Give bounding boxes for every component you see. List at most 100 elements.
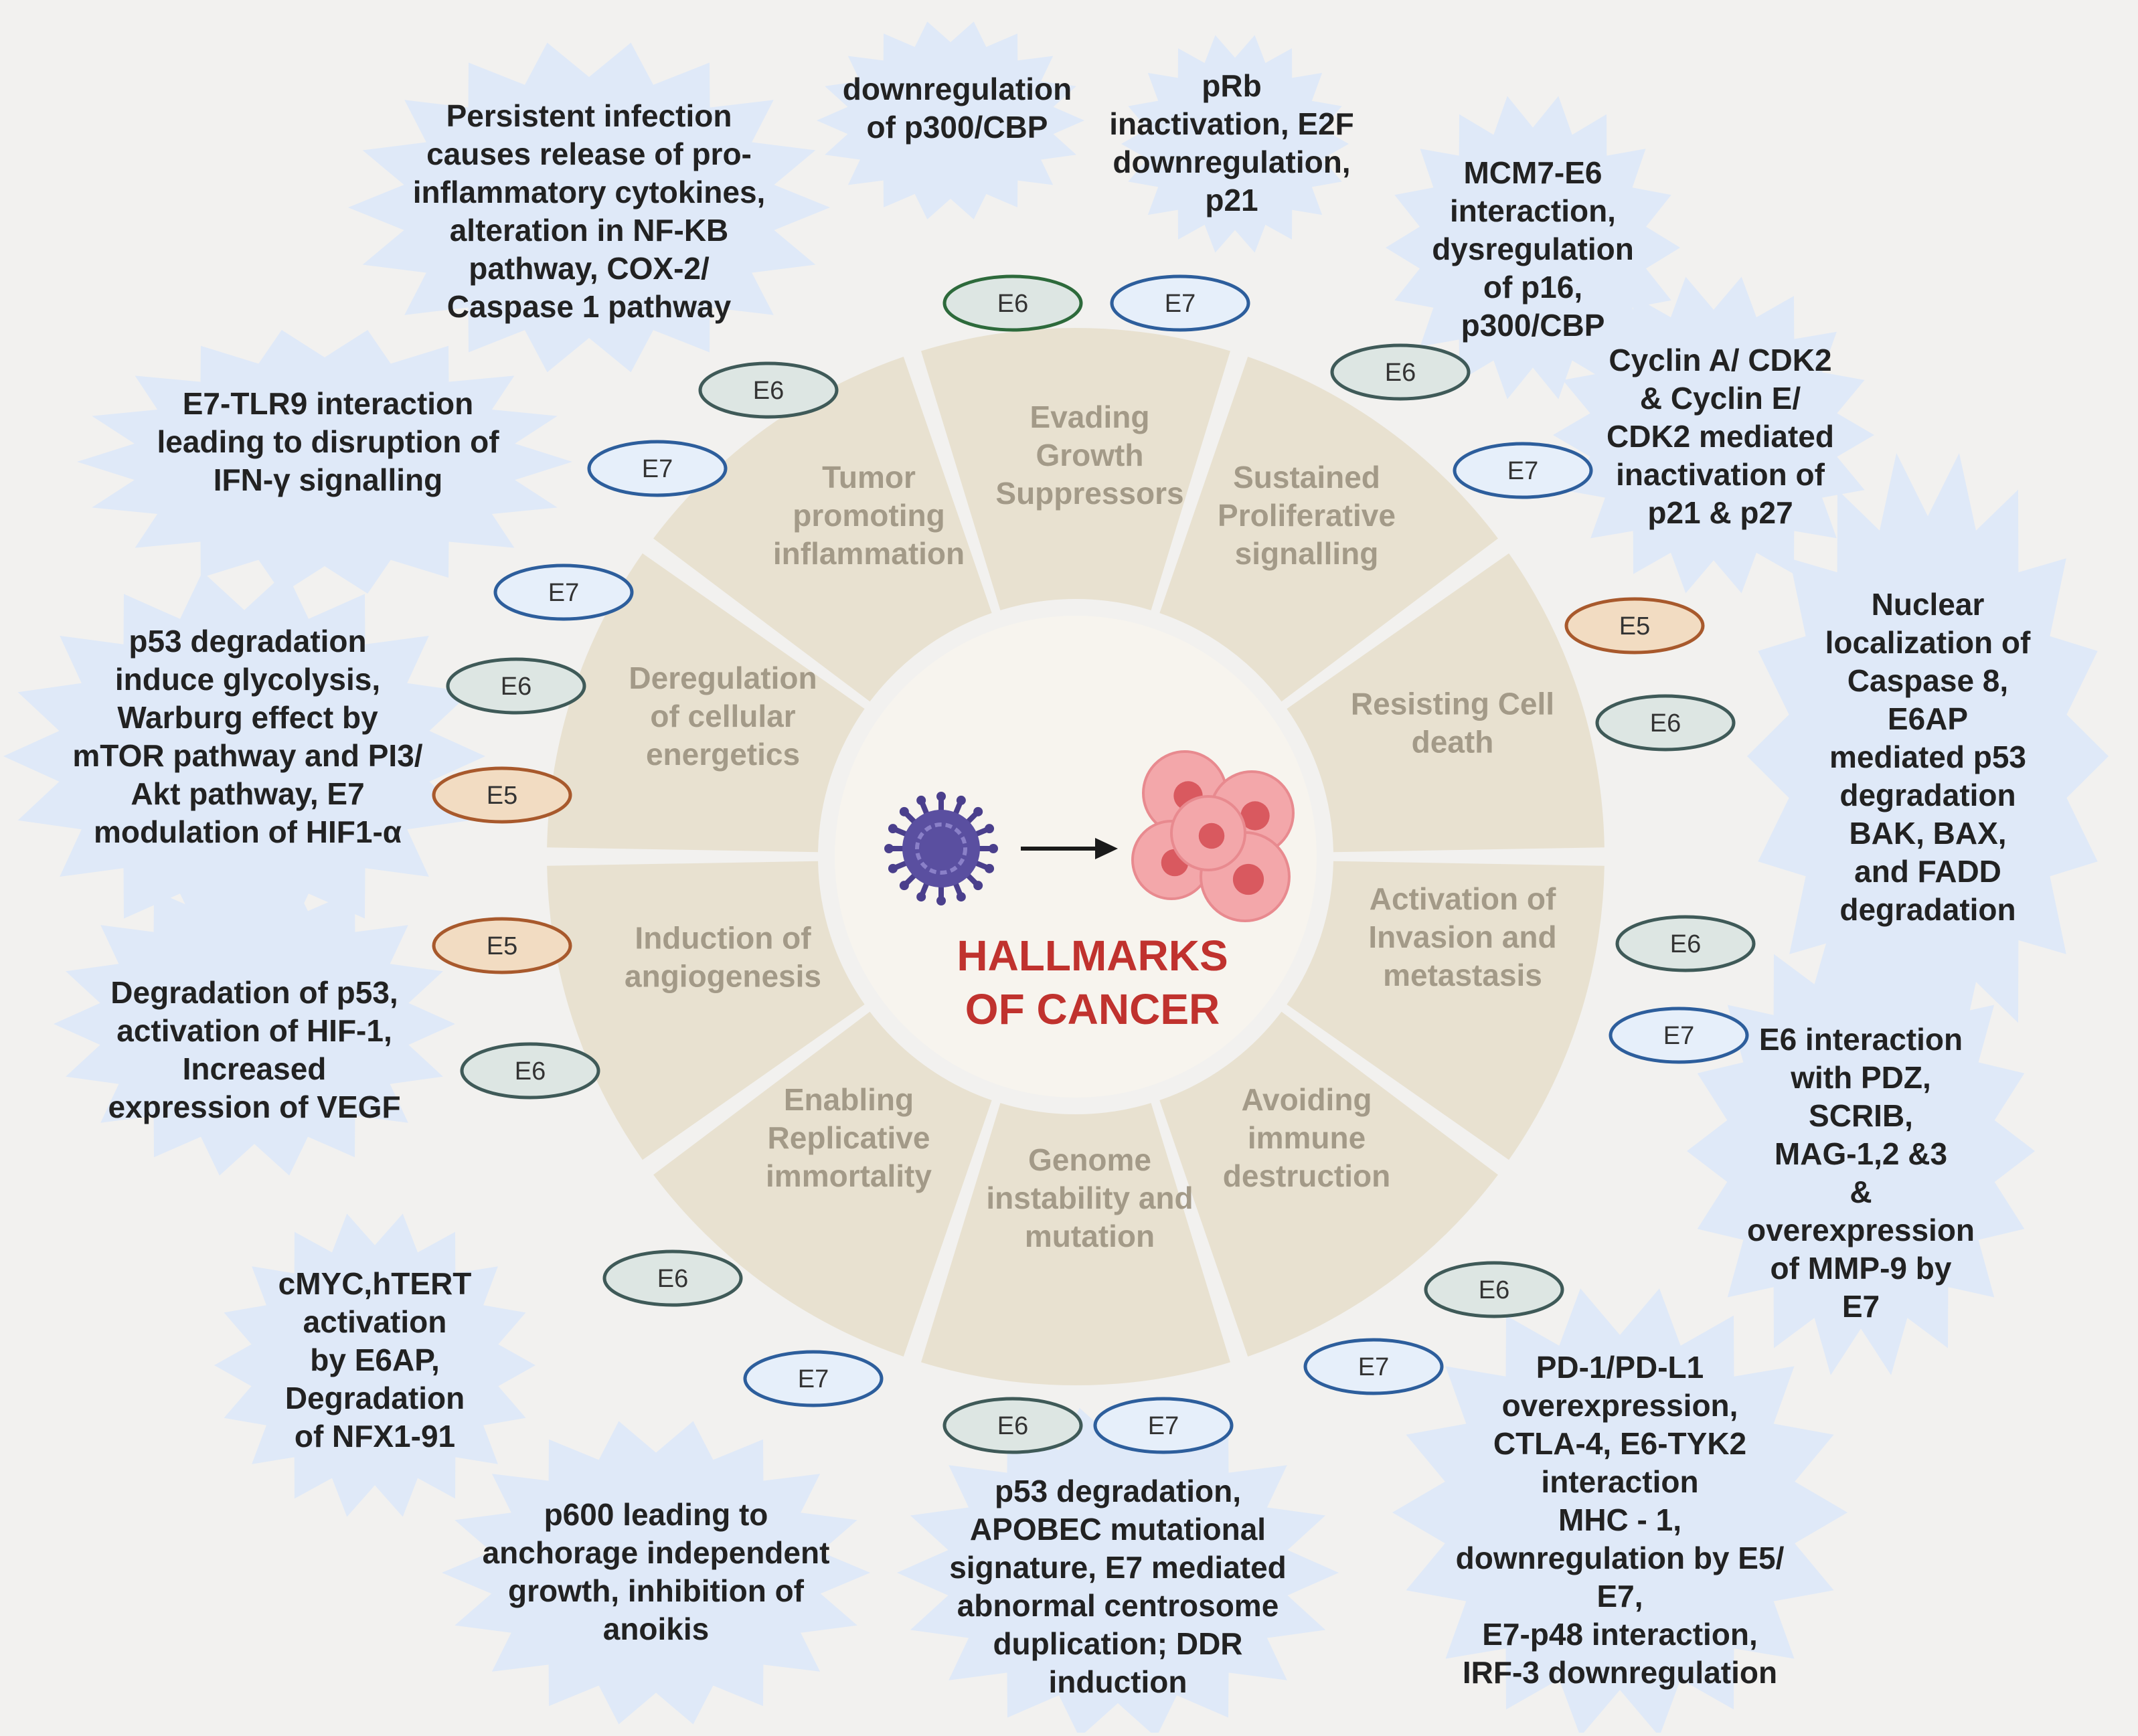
protein-tag-label: E6 xyxy=(1650,709,1681,737)
protein-tag-label: E5 xyxy=(1619,612,1650,640)
protein-tag-rep-e6: E6 xyxy=(602,1249,743,1307)
segment-label-evading: Evading xyxy=(1030,400,1150,434)
burst-p300 xyxy=(817,21,1084,220)
protein-tag-res-e5: E5 xyxy=(1564,597,1705,655)
burst-mcm7 xyxy=(1386,96,1680,400)
segment-label-invasion: Activation of xyxy=(1370,881,1556,916)
burst-apobec xyxy=(897,1407,1339,1736)
note-apobec: p53 degradation, APOBEC mutational signa… xyxy=(949,1474,1287,1699)
protein-tag-label: E7 xyxy=(642,455,673,483)
note-prb: pRb inactivation, E2F downregulation, p2… xyxy=(1109,68,1354,218)
note-glycolysis: p53 degradation induce glycolysis, Warbu… xyxy=(72,624,423,849)
protein-tag-label: E6 xyxy=(1479,1276,1509,1304)
note-tlr9: E7-TLR9 interaction leading to disruptio… xyxy=(157,386,499,497)
burst-cyclin xyxy=(1553,276,1874,594)
center-disc xyxy=(835,616,1317,1098)
segment-inflammation xyxy=(653,357,992,702)
segment-immune xyxy=(1159,1011,1498,1357)
segment-invasion xyxy=(1287,861,1605,1160)
segment-label-resisting: Resisting Cell xyxy=(1351,687,1554,721)
segment-label-replicative: Enabling xyxy=(784,1082,914,1117)
protein-tag-en-e5: E5 xyxy=(432,766,572,824)
segment-resisting xyxy=(1287,553,1605,853)
burst-tlr9 xyxy=(77,330,572,594)
segment-label-sustained: signalling xyxy=(1235,536,1379,571)
note-p300: downregulation of p300/CBP xyxy=(842,72,1072,145)
protein-tag-label: E6 xyxy=(515,1057,546,1086)
segment-label-replicative: Replicative xyxy=(768,1120,930,1155)
protein-tag-label: E7 xyxy=(1358,1353,1389,1381)
note-p600: p600 leading to anchorage independent gr… xyxy=(482,1497,830,1646)
segment-label-energetics: Deregulation xyxy=(629,661,817,695)
protein-tag-inv-e6: E6 xyxy=(1615,915,1756,972)
segment-label-immune: immune xyxy=(1248,1120,1366,1155)
burst-glycolysis xyxy=(3,572,485,941)
protein-tag-sust-e7: E7 xyxy=(1453,442,1593,499)
protein-tag-inf-e7: E7 xyxy=(587,440,728,497)
segment-label-sustained: Proliferative xyxy=(1218,498,1396,533)
segment-angiogenesis xyxy=(547,861,865,1160)
segment-label-immune: destruction xyxy=(1223,1158,1390,1193)
segment-label-inflammation: promoting xyxy=(793,498,944,533)
protein-tag-label: E6 xyxy=(1670,930,1701,958)
segment-evading xyxy=(921,328,1230,610)
segment-label-genome: instability and xyxy=(986,1181,1193,1215)
segment-label-replicative: immortality xyxy=(766,1158,932,1193)
protein-tag-label: E5 xyxy=(487,782,517,810)
protein-tag-imm-e6: E6 xyxy=(1424,1261,1564,1318)
note-pd1: PD-1/PD-L1 overexpression, CTLA-4, E6-TY… xyxy=(1455,1350,1785,1690)
note-mcm7: MCM7-E6 interaction, dysregulation of p1… xyxy=(1432,155,1634,343)
burst-p600 xyxy=(442,1421,870,1725)
burst-pd1 xyxy=(1392,1288,1847,1736)
protein-tag-label: E5 xyxy=(487,932,517,960)
protein-tag-label: E7 xyxy=(548,579,579,607)
protein-tag-ang-e6: E6 xyxy=(460,1042,600,1100)
burst-cmyc xyxy=(214,1213,536,1517)
note-inflammation: Persistent infection causes release of p… xyxy=(412,98,766,324)
protein-tag-sust-e6: E6 xyxy=(1330,343,1471,401)
center-title-line1: HALLMARKS xyxy=(957,932,1228,980)
protein-tag-label: E7 xyxy=(1663,1022,1694,1050)
segment-label-genome: mutation xyxy=(1025,1219,1155,1253)
segment-energetics xyxy=(547,553,865,853)
arrow-right-icon xyxy=(1021,838,1118,859)
segment-genome xyxy=(921,1103,1230,1385)
segment-label-angiogenesis: angiogenesis xyxy=(625,959,821,994)
segment-label-immune: Avoiding xyxy=(1241,1082,1372,1117)
segment-sustained xyxy=(1159,357,1498,702)
protein-tag-imm-e7: E7 xyxy=(1303,1338,1444,1395)
note-cyclin: Cyclin A/ CDK2 & Cyclin E/ CDK2 mediated… xyxy=(1607,343,1834,530)
burst-inflammation xyxy=(348,42,830,373)
note-pdz: E6 interaction with PDZ, SCRIB, MAG-1,2 … xyxy=(1746,1022,1975,1324)
protein-tag-label: E6 xyxy=(501,673,531,701)
protein-tag-label: E7 xyxy=(798,1365,829,1393)
segment-label-invasion: Invasion and xyxy=(1368,920,1556,954)
protein-tag-en-e7: E7 xyxy=(493,563,634,621)
segment-label-angiogenesis: Induction of xyxy=(635,921,811,956)
protein-tag-top-e6: E6 xyxy=(942,274,1083,332)
segment-label-inflammation: Tumor xyxy=(822,460,916,495)
burst-nuclear xyxy=(1747,453,2109,1059)
virus-icon xyxy=(884,792,998,905)
protein-tag-label: E6 xyxy=(753,377,784,405)
protein-tag-label: E6 xyxy=(1385,359,1416,387)
protein-tag-label: E6 xyxy=(657,1265,688,1293)
center-title-line2: OF CANCER xyxy=(965,985,1220,1033)
protein-tag-gen-e7: E7 xyxy=(1093,1397,1234,1454)
protein-tag-inf-e6: E6 xyxy=(698,361,839,419)
segment-label-evading: Growth xyxy=(1036,438,1144,472)
protein-tag-en-e6: E6 xyxy=(446,657,586,715)
protein-tag-inv-e7: E7 xyxy=(1609,1007,1749,1064)
segment-label-sustained: Sustained xyxy=(1233,460,1380,495)
segment-replicative xyxy=(653,1011,992,1357)
protein-tag-top-e7: E7 xyxy=(1110,274,1250,332)
note-nuclear: Nuclear localization of Caspase 8, E6AP … xyxy=(1825,587,2031,927)
segment-label-evading: Suppressors xyxy=(995,476,1183,511)
protein-tag-label: E7 xyxy=(1507,457,1538,485)
segment-label-energetics: of cellular xyxy=(650,699,795,733)
note-vegf: Degradation of p53, activation of HIF-1,… xyxy=(108,975,401,1124)
segment-label-resisting: death xyxy=(1412,725,1494,760)
note-cmyc: cMYC,hTERT activation by E6AP, Degradati… xyxy=(278,1266,472,1454)
